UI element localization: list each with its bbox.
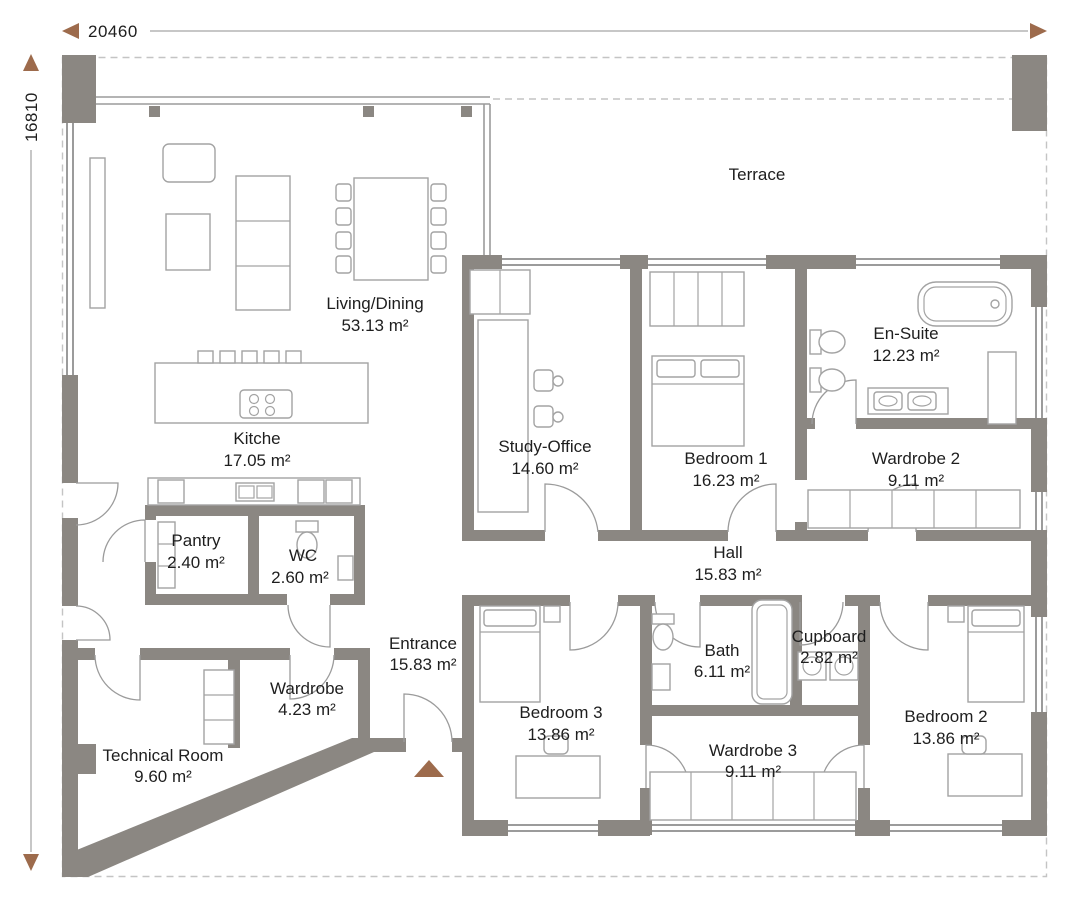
bedroom2-furniture [947, 605, 1025, 797]
living-side-door-2 [75, 605, 111, 641]
room-label-entrance: Entrance [389, 634, 457, 653]
dimension-arrow-right-icon [1030, 23, 1047, 39]
room-area-living: 53.13 m² [341, 316, 408, 335]
study-door [544, 483, 599, 533]
bedroom1-furniture [649, 271, 745, 447]
height-dimension-label: 16810 [22, 92, 41, 142]
cupboard-door [799, 601, 844, 646]
room-area-bedroom3: 13.86 m² [527, 725, 594, 744]
room-area-hall: 15.83 m² [694, 565, 761, 584]
room-area-bath: 6.11 m² [694, 662, 751, 681]
entrance-arrow-icon [414, 760, 444, 777]
wardrobe3-furniture [649, 771, 857, 821]
dimension-arrow-down-icon [23, 854, 39, 871]
room-label-living: Living/Dining [326, 294, 423, 313]
room-label-cupboard: Cupboard [792, 627, 867, 646]
kitchen-furniture [147, 350, 369, 506]
room-area-wc: 2.60 m² [271, 568, 329, 587]
room-label-bedroom3: Bedroom 3 [519, 703, 602, 722]
room-area-bedroom2: 13.86 m² [912, 729, 979, 748]
room-label-kitchen: Kitche [233, 429, 280, 448]
bedroom2-door [879, 601, 929, 651]
room-label-wardrobe3: Wardrobe 3 [709, 741, 797, 760]
width-dimension-label: 20460 [88, 22, 138, 41]
dimension-arrow-up-icon [23, 54, 39, 71]
room-area-wardrobe3: 9.11 m² [725, 762, 782, 781]
room-area-entrance: 15.83 m² [389, 655, 456, 674]
room-label-pantry: Pantry [171, 531, 221, 550]
room-area-technical: 9.60 m² [134, 767, 192, 786]
room-area-study: 14.60 m² [511, 459, 578, 478]
room-area-wardrobe: 4.23 m² [278, 700, 336, 719]
technical-room-furniture [203, 669, 235, 745]
room-label-terrace: Terrace [729, 165, 786, 184]
height-dimension: 16810 [22, 54, 41, 871]
room-label-wardrobe: Wardrobe [270, 679, 344, 698]
room-area-ensuite: 12.23 m² [872, 346, 939, 365]
pantry-furniture [157, 521, 176, 589]
room-area-bedroom1: 16.23 m² [692, 471, 759, 490]
room-label-wc: WC [289, 546, 317, 565]
wc-fixtures [295, 520, 354, 581]
room-label-bath: Bath [705, 641, 740, 660]
room-area-wardrobe2: 9.11 m² [888, 471, 945, 490]
ensuite-fixtures [809, 281, 1017, 425]
bedroom3-furniture [479, 605, 601, 799]
technical-room-door [94, 654, 141, 701]
bedroom1-door [727, 483, 777, 533]
width-dimension: 20460 [62, 22, 1047, 41]
bedroom3-door [569, 601, 619, 651]
dimension-arrow-left-icon [62, 23, 79, 39]
ensuite-door [811, 379, 857, 425]
living-furniture [89, 143, 447, 311]
wardrobe2-furniture [807, 489, 1021, 529]
room-label-ensuite: En-Suite [873, 324, 938, 343]
study-furniture [469, 269, 564, 513]
room-label-hall: Hall [713, 543, 742, 562]
windows-layer [66, 96, 1043, 832]
bath-fixtures [651, 599, 793, 705]
room-area-pantry: 2.40 m² [167, 553, 225, 572]
room-label-bedroom1: Bedroom 1 [684, 449, 767, 468]
cupboard-appliances [797, 651, 859, 681]
room-area-cupboard: 2.82 m² [800, 648, 858, 667]
pantry-door [102, 519, 146, 563]
room-area-kitchen: 17.05 m² [223, 451, 290, 470]
living-side-door [75, 482, 119, 526]
room-label-technical: Technical Room [103, 746, 224, 765]
furniture-layer [89, 143, 1025, 821]
wardrobe-door [289, 654, 335, 700]
wc-door [287, 604, 331, 648]
front-door [403, 693, 453, 743]
room-labels: Terrace Living/Dining 53.13 m² Kitche 17… [103, 165, 988, 786]
room-label-wardrobe2: Wardrobe 2 [872, 449, 960, 468]
room-label-bedroom2: Bedroom 2 [904, 707, 987, 726]
walls-layer [62, 55, 1047, 877]
room-label-study: Study-Office [498, 437, 591, 456]
